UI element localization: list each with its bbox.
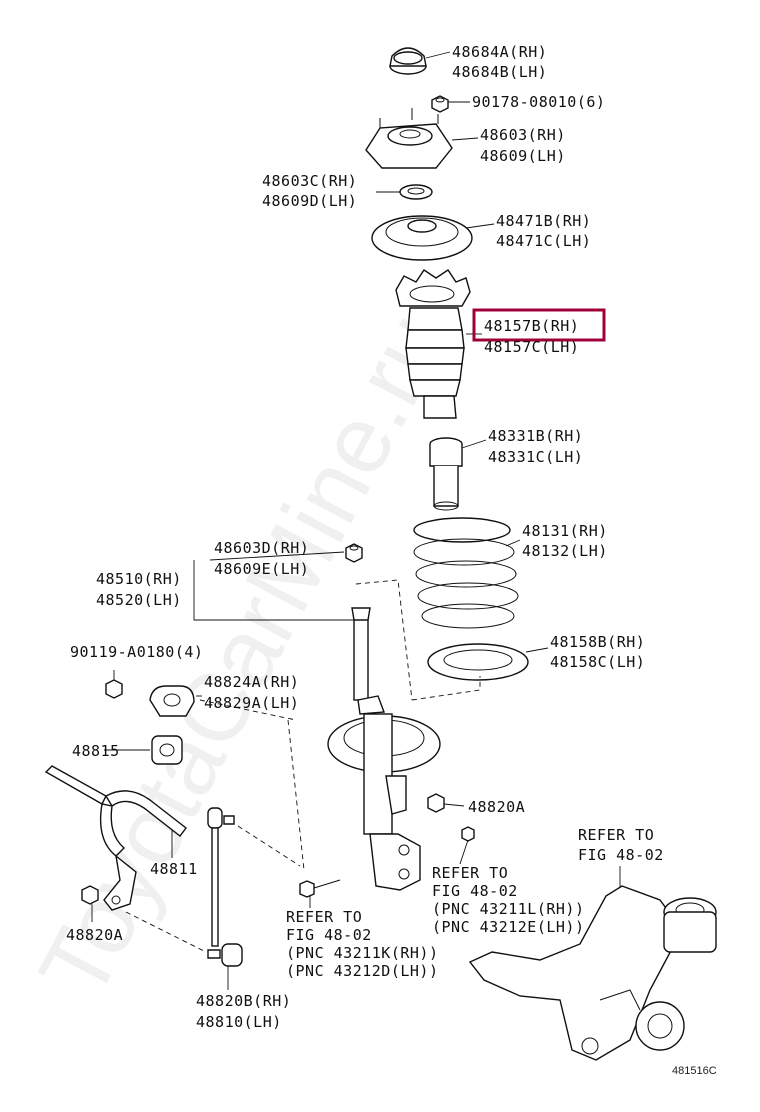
label-48684a-rh[interactable]: 48684A(RH) [452,43,547,61]
label-90178[interactable]: 90178-08010(6) [472,93,605,111]
nut-48603d-drawing [345,543,363,563]
label-48471b-rh[interactable]: 48471B(RH) [496,212,591,230]
shock-absorber-drawing [327,607,441,891]
figure-code: 481516C [672,1065,717,1077]
refer-low-line2[interactable]: FIG 48-02 [286,926,372,944]
label-48603c-rh[interactable]: 48603C(RH) [262,172,357,190]
label-48471c-lh[interactable]: 48471C(LH) [496,232,591,250]
label-48157c-lh[interactable]: 48157C(LH) [484,338,579,356]
label-48820a-left[interactable]: 48820A [66,926,123,944]
label-48510-rh[interactable]: 48510(RH) [96,570,182,588]
refer-low-line1[interactable]: REFER TO [286,908,362,926]
label-48810-lh[interactable]: 48810(LH) [196,1013,282,1031]
lower-insulator-drawing [427,643,529,681]
assembly-guide-lines [125,579,481,953]
dust-boot-drawing [395,269,471,419]
nut-90178-drawing [431,95,449,113]
label-48811[interactable]: 48811 [150,860,198,878]
dust-cap-drawing [389,47,427,75]
label-90119[interactable]: 90119-A0180(4) [70,643,203,661]
label-48820a-right[interactable]: 48820A [468,798,525,816]
bracket-bolt-drawing [105,679,195,717]
upper-insulator-drawing [371,215,473,261]
label-48603-rh[interactable]: 48603(RH) [480,126,566,144]
stabilizer-bar-drawing [44,765,187,911]
coil-spring-drawing [413,517,519,629]
label-48331b-rh[interactable]: 48331B(RH) [488,427,583,445]
refer-knuckle-line1[interactable]: REFER TO [578,826,654,844]
refer-mid-line4[interactable]: (PNC 43212E(LH)) [432,918,585,936]
label-48815[interactable]: 48815 [72,742,120,760]
refer-knuckle-line2[interactable]: FIG 48-02 [578,846,664,864]
steering-knuckle-drawing [468,885,717,1061]
stabilizer-link-drawing [207,807,243,967]
label-48603d-rh[interactable]: 48603D(RH) [214,539,309,557]
stabilizer-bushing-drawing [151,735,183,765]
leader-lines [91,51,621,990]
label-48820b-rh[interactable]: 48820B(RH) [196,992,291,1010]
strut-mount-drawing [365,108,453,169]
refer-mid-line1[interactable]: REFER TO [432,864,508,882]
spacer-washer-drawing [399,184,433,200]
label-48520-lh[interactable]: 48520(LH) [96,591,182,609]
label-48131-rh[interactable]: 48131(RH) [522,522,608,540]
label-48331c-lh[interactable]: 48331C(LH) [488,448,583,466]
nut-48820a-left-drawing [81,885,99,905]
bolts-drawing [299,826,475,898]
label-48609e-lh[interactable]: 48609E(LH) [214,560,309,578]
label-48609-lh[interactable]: 48609(LH) [480,147,566,165]
label-48157b-rh[interactable]: 48157B(RH) [484,317,579,335]
bump-stopper-drawing [429,437,463,511]
label-48609d-lh[interactable]: 48609D(LH) [262,192,357,210]
label-48158c-lh[interactable]: 48158C(LH) [550,653,645,671]
label-48829a-lh[interactable]: 48829A(LH) [204,694,299,712]
label-48684b-lh[interactable]: 48684B(LH) [452,63,547,81]
refer-low-line3[interactable]: (PNC 43211K(RH)) [286,944,439,962]
refer-low-line4[interactable]: (PNC 43212D(LH)) [286,962,439,980]
label-48158b-rh[interactable]: 48158B(RH) [550,633,645,651]
nut-48820a-right-drawing [427,793,445,813]
refer-mid-line2[interactable]: FIG 48-02 [432,882,518,900]
label-48824a-rh[interactable]: 48824A(RH) [204,673,299,691]
label-48132-lh[interactable]: 48132(LH) [522,542,608,560]
refer-mid-line3[interactable]: (PNC 43211L(RH)) [432,900,585,918]
highlight-box [472,308,606,342]
